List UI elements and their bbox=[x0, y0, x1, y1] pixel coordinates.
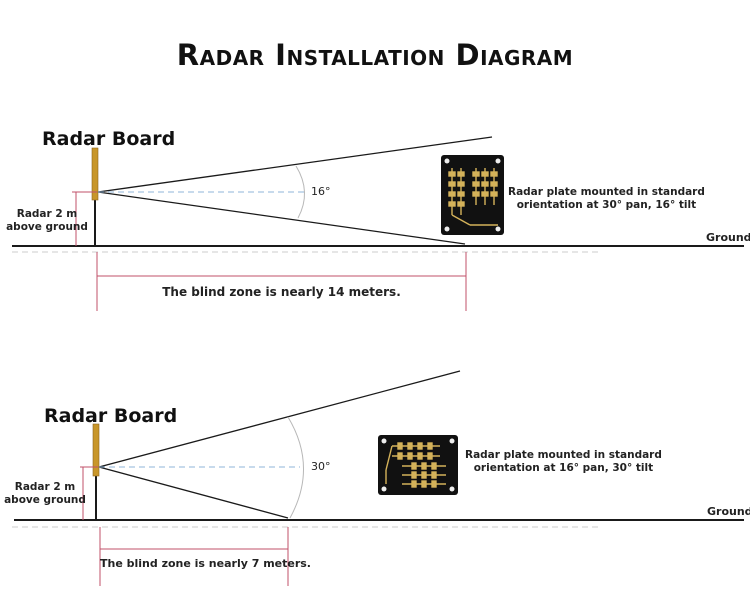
plate-description-line2: orientation at 30° pan, 16° tilt bbox=[516, 199, 697, 211]
ground-label-2: Ground bbox=[707, 505, 750, 518]
ground-label-1: Ground bbox=[706, 231, 750, 244]
tilt-angle-label-1: 16° bbox=[311, 185, 331, 198]
radar-plate-image-1 bbox=[441, 155, 504, 235]
radar-board-label-1: Radar Board bbox=[42, 128, 176, 150]
radar-plate-image-2 bbox=[378, 435, 458, 495]
plate-description-line2: orientation at 16° pan, 30° tilt bbox=[473, 462, 654, 474]
plate-description-line1: Radar plate mounted in standard bbox=[465, 449, 662, 461]
blind-zone-label-1: The blind zone is nearly 14 meters. bbox=[162, 285, 401, 299]
page-title: Radar Installation Diagram bbox=[176, 38, 574, 72]
radar-height-line2: above ground bbox=[4, 494, 86, 506]
plate-description-line1: Radar plate mounted in standard bbox=[508, 186, 705, 198]
beam-upper-2 bbox=[98, 370, 461, 468]
beam-upper-1 bbox=[97, 136, 493, 193]
radar-height-label-2: Radar 2 m above ground bbox=[4, 481, 86, 507]
radar-height-line1: Radar 2 m bbox=[14, 481, 76, 493]
plate-description-2: Radar plate mounted in standard orientat… bbox=[465, 449, 662, 475]
radar-board-label-2: Radar Board bbox=[44, 405, 178, 427]
radar-board-2 bbox=[92, 423, 100, 477]
tilt-angle-label-2: 30° bbox=[311, 460, 331, 473]
beam-lower-1 bbox=[97, 191, 466, 245]
blind-zone-label-2: The blind zone is nearly 7 meters. bbox=[100, 557, 311, 570]
radar-height-label-1: Radar 2 m above ground bbox=[6, 208, 88, 234]
radar-board-1 bbox=[91, 147, 99, 201]
plate-description-1: Radar plate mounted in standard orientat… bbox=[508, 186, 705, 212]
angle-arc-2 bbox=[287, 416, 304, 519]
radar-height-line2: above ground bbox=[6, 221, 88, 233]
radar-height-line1: Radar 2 m bbox=[16, 208, 78, 220]
angle-arc-1 bbox=[295, 165, 305, 219]
beam-lower-2 bbox=[98, 466, 289, 519]
